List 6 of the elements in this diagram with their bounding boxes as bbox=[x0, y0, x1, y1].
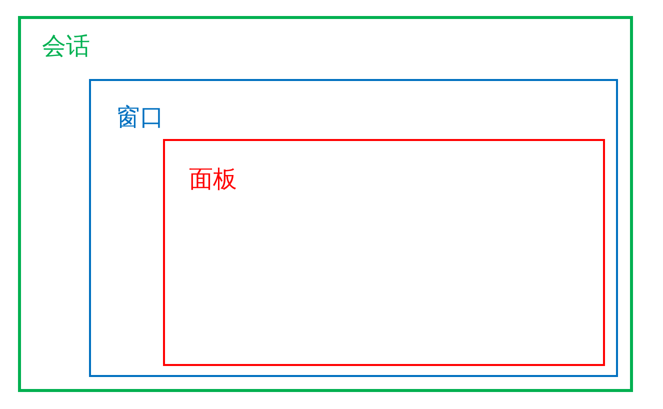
box-title: 会话 bbox=[42, 34, 90, 58]
box-title: 面板 bbox=[189, 167, 237, 191]
box-title: 窗口 bbox=[116, 105, 164, 129]
nested-box bbox=[18, 16, 633, 392]
nested-box bbox=[163, 139, 605, 366]
nested-box bbox=[89, 79, 618, 377]
